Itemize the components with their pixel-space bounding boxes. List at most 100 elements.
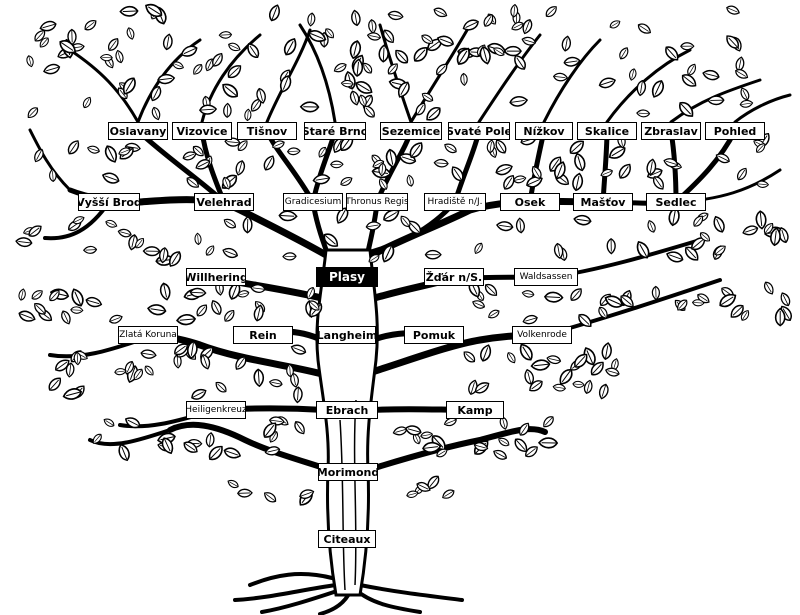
leaf-icon bbox=[739, 99, 754, 109]
leaf-icon bbox=[190, 62, 205, 77]
leaf-icon bbox=[105, 35, 122, 54]
leaf-icon bbox=[606, 238, 616, 255]
leaf-icon bbox=[107, 312, 124, 326]
root bbox=[260, 588, 342, 614]
leaf-icon bbox=[387, 9, 405, 22]
node-volkenrode: Volkenrode bbox=[512, 326, 572, 344]
leaf-icon bbox=[530, 358, 551, 372]
node-gradicesium: Gradicesium bbox=[283, 193, 343, 211]
leaf-icon bbox=[392, 46, 412, 67]
leaf-icon bbox=[203, 243, 217, 258]
node-pohled: Pohled bbox=[705, 122, 765, 140]
leaf-icon bbox=[146, 302, 168, 317]
leaf-icon bbox=[198, 103, 218, 116]
branch bbox=[68, 48, 140, 124]
leaf-icon bbox=[500, 172, 518, 192]
leaf-icon bbox=[84, 295, 104, 310]
leaf-icon bbox=[222, 445, 243, 461]
leaf-icon bbox=[515, 217, 526, 234]
leaf-icon bbox=[604, 365, 621, 379]
leaf-icon bbox=[233, 159, 247, 177]
leaf-icon bbox=[292, 386, 304, 404]
leaf-icon bbox=[306, 12, 317, 27]
branch bbox=[264, 128, 316, 205]
tree-branches bbox=[28, 23, 792, 473]
leaf-icon bbox=[100, 170, 122, 186]
leaf-icon bbox=[470, 298, 487, 311]
node-hradiste: Hradiště n/J. bbox=[424, 193, 486, 211]
leaf-icon bbox=[104, 218, 119, 230]
leaf-icon bbox=[710, 214, 728, 235]
leaf-icon bbox=[86, 144, 101, 156]
trunk-grain bbox=[353, 399, 357, 586]
tree-leaves bbox=[14, 0, 795, 509]
leaf-icon bbox=[405, 174, 415, 188]
leaf-icon bbox=[778, 290, 793, 308]
leaf-icon bbox=[208, 298, 224, 317]
leaf-icon bbox=[424, 249, 442, 260]
leaf-icon bbox=[299, 101, 320, 113]
root bbox=[358, 583, 464, 602]
leaf-icon bbox=[59, 308, 73, 326]
node-velehrad: Velehrad bbox=[194, 193, 254, 211]
leaf-icon bbox=[221, 307, 237, 324]
node-zlata-koruna: Zlatá Koruna bbox=[118, 326, 178, 344]
root bbox=[248, 572, 334, 587]
leaf-icon bbox=[68, 286, 87, 309]
leaf-icon bbox=[570, 171, 585, 192]
leaf-icon bbox=[125, 26, 136, 41]
node-sedlec: Sedlec bbox=[646, 193, 706, 211]
leaf-icon bbox=[635, 79, 648, 97]
leaf-icon bbox=[741, 223, 760, 238]
leaf-icon bbox=[486, 307, 502, 321]
leaf-icon bbox=[627, 67, 638, 82]
leaf-icon bbox=[194, 302, 210, 319]
node-thronus-regis: Thronus Regis bbox=[346, 193, 408, 211]
leaf-icon bbox=[403, 423, 423, 438]
leaf-icon bbox=[221, 216, 238, 231]
leaf-icon bbox=[366, 31, 382, 42]
leaf-icon bbox=[286, 147, 301, 156]
leaf-icon bbox=[332, 60, 349, 75]
leaf-icon bbox=[597, 75, 618, 91]
leaf-icon bbox=[664, 249, 685, 265]
leaf-icon bbox=[222, 102, 232, 119]
leaf-icon bbox=[113, 49, 125, 65]
leaf-icon bbox=[204, 431, 216, 448]
leaf-icon bbox=[567, 285, 585, 304]
leaf-icon bbox=[268, 377, 284, 389]
leaf-icon bbox=[508, 94, 529, 108]
leaf-icon bbox=[774, 307, 786, 327]
leaf-icon bbox=[150, 105, 163, 122]
leaf-icon bbox=[282, 252, 297, 261]
node-tisnov: Tišnov bbox=[237, 122, 297, 140]
leaf-icon bbox=[597, 382, 611, 401]
leaf-icon bbox=[645, 218, 658, 234]
leaf-icon bbox=[617, 45, 631, 62]
leaf-icon bbox=[82, 17, 99, 33]
root bbox=[233, 583, 338, 602]
leaf-icon bbox=[707, 95, 725, 106]
leaf-icon bbox=[367, 18, 378, 35]
leaf-icon bbox=[29, 287, 45, 302]
leaf-icon bbox=[142, 246, 161, 257]
leaf-icon bbox=[119, 5, 139, 18]
leaf-icon bbox=[615, 161, 635, 182]
leaf-icon bbox=[509, 19, 526, 33]
leaf-icon bbox=[218, 30, 233, 40]
leaf-icon bbox=[82, 245, 98, 255]
leaf-icon bbox=[635, 21, 654, 37]
leaf-icon bbox=[158, 281, 173, 302]
leaf-icon bbox=[733, 66, 750, 82]
leaf-icon bbox=[26, 222, 45, 240]
leaf-icon bbox=[338, 174, 355, 189]
branch bbox=[167, 421, 333, 473]
leaf-icon bbox=[521, 313, 539, 327]
leaf-icon bbox=[175, 313, 197, 327]
leaf-icon bbox=[226, 477, 241, 490]
node-zdar: Žďár n/S. bbox=[424, 268, 484, 286]
leaf-icon bbox=[220, 245, 240, 261]
leaf-icon bbox=[349, 9, 362, 27]
